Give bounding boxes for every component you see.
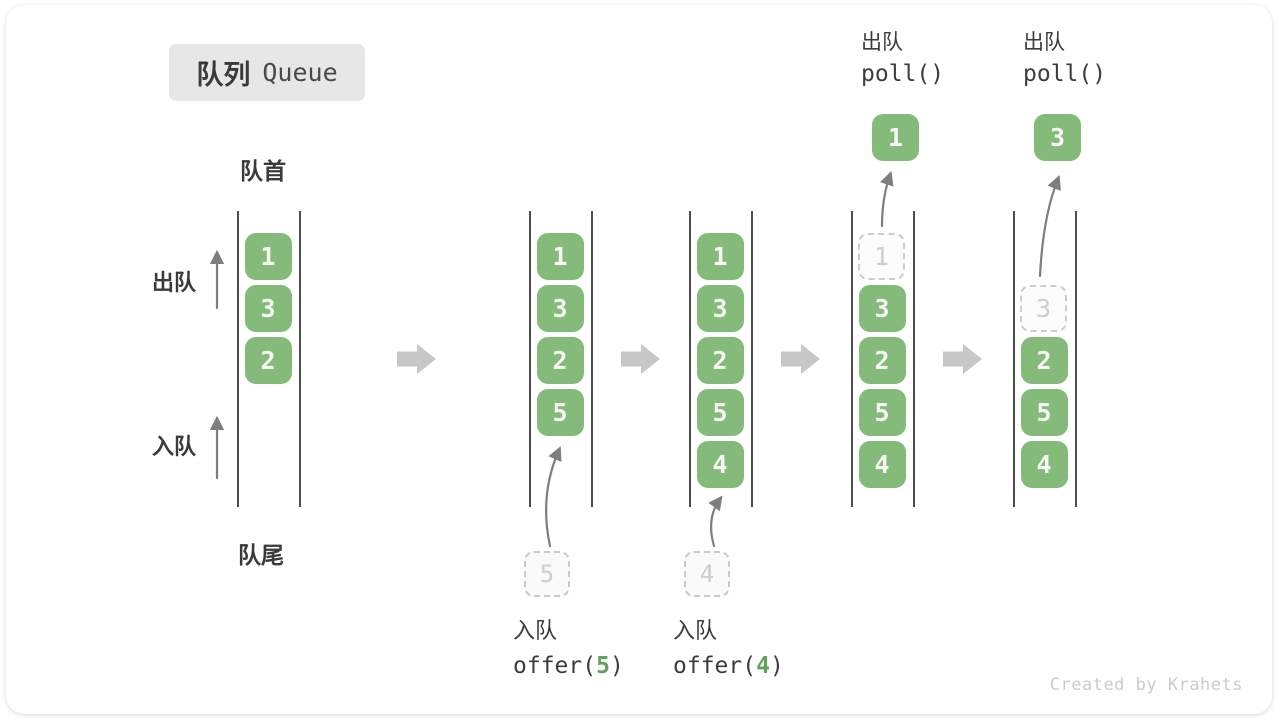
queue-wall-left	[1013, 211, 1015, 507]
queue-wall-left	[529, 211, 531, 507]
pending-item: 5	[524, 551, 570, 597]
operation-label: 入队 offer(5)	[513, 614, 624, 684]
dequeue-op-label: 出队 poll()	[861, 28, 944, 91]
enqueue-action-text: 入队	[513, 618, 558, 643]
queue-item: 5	[1020, 389, 1068, 436]
queue-item: 3	[858, 285, 906, 332]
queue-item: 4	[858, 441, 906, 488]
diagram-card	[6, 5, 1272, 714]
enqueue-code-text: offer(5)	[513, 653, 624, 679]
enqueue-action-text: 入队	[673, 618, 718, 643]
dequeue-code-text: poll()	[861, 61, 945, 87]
queue-item-ghost: 1	[858, 233, 905, 280]
enqueue-code-text: offer(4)	[673, 653, 784, 679]
popped-item: 3	[1034, 114, 1081, 161]
dequeue-op-label: 出队 poll()	[1023, 28, 1106, 91]
queue-wall-right	[913, 211, 915, 507]
queue-wall-right	[591, 211, 593, 507]
queue-item: 2	[696, 337, 744, 384]
queue-wall-right	[299, 211, 301, 507]
queue-front-label: 队首	[240, 158, 286, 184]
pending-item: 4	[684, 551, 730, 597]
dequeue-side-label: 出队	[152, 270, 197, 295]
queue-item: 2	[858, 337, 906, 384]
queue-item: 4	[696, 441, 744, 488]
queue-item: 3	[696, 285, 744, 332]
title-badge: 队列 Queue	[169, 44, 365, 101]
queue-item: 2	[1020, 337, 1068, 384]
queue-item: 5	[696, 389, 744, 436]
queue-item: 5	[536, 389, 584, 436]
queue-item: 1	[244, 233, 292, 280]
queue-wall-left	[237, 211, 239, 507]
queue-rear-label: 队尾	[238, 542, 284, 568]
queue-item: 5	[858, 389, 906, 436]
queue-item: 1	[696, 233, 744, 280]
dequeue-code-text: poll()	[1023, 61, 1107, 87]
queue-item: 2	[244, 337, 292, 384]
queue-item: 4	[1020, 441, 1068, 488]
dequeue-action-text: 出队	[1023, 31, 1065, 54]
queue-wall-right	[751, 211, 753, 507]
enqueue-side-label: 入队	[152, 434, 197, 459]
queue-item: 1	[536, 233, 584, 280]
queue-wall-right	[1075, 211, 1077, 507]
queue-item: 2	[536, 337, 584, 384]
operation-label: 入队 offer(4)	[673, 614, 784, 684]
queue-wall-left	[689, 211, 691, 507]
title-zh: 队列	[196, 60, 251, 90]
queue-item: 3	[536, 285, 584, 332]
title-en: Queue	[262, 58, 338, 87]
dequeue-action-text: 出队	[861, 31, 903, 54]
watermark: Created by Krahets	[1049, 675, 1243, 695]
popped-item: 1	[872, 114, 919, 161]
queue-item: 3	[244, 285, 292, 332]
queue-wall-left	[851, 211, 853, 507]
queue-item-ghost: 3	[1020, 285, 1067, 332]
